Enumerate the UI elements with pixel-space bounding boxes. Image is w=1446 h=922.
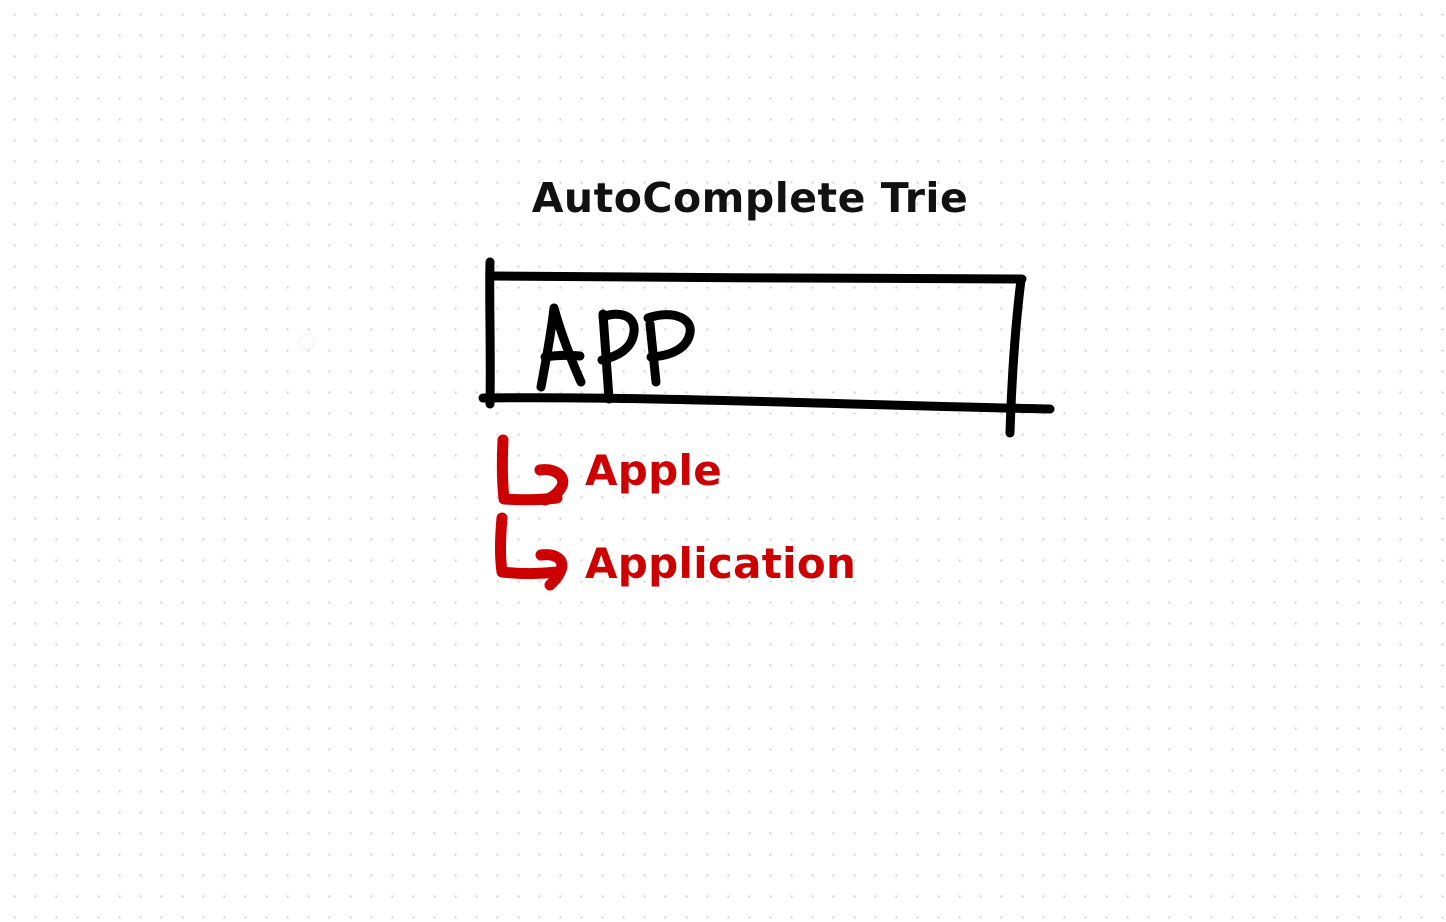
diagram-title: AutoComplete Trie <box>531 174 969 222</box>
search-input-typed-text[interactable] <box>536 303 695 404</box>
hand-drawn-arrow-icon <box>495 512 568 591</box>
hand-drawn-arrow-icon <box>496 434 569 506</box>
canvas-marker <box>299 334 315 350</box>
suggestion-apple[interactable]: Apple <box>585 446 723 495</box>
search-box-sketch <box>478 257 1055 438</box>
suggestion-application[interactable]: Application <box>585 539 857 588</box>
